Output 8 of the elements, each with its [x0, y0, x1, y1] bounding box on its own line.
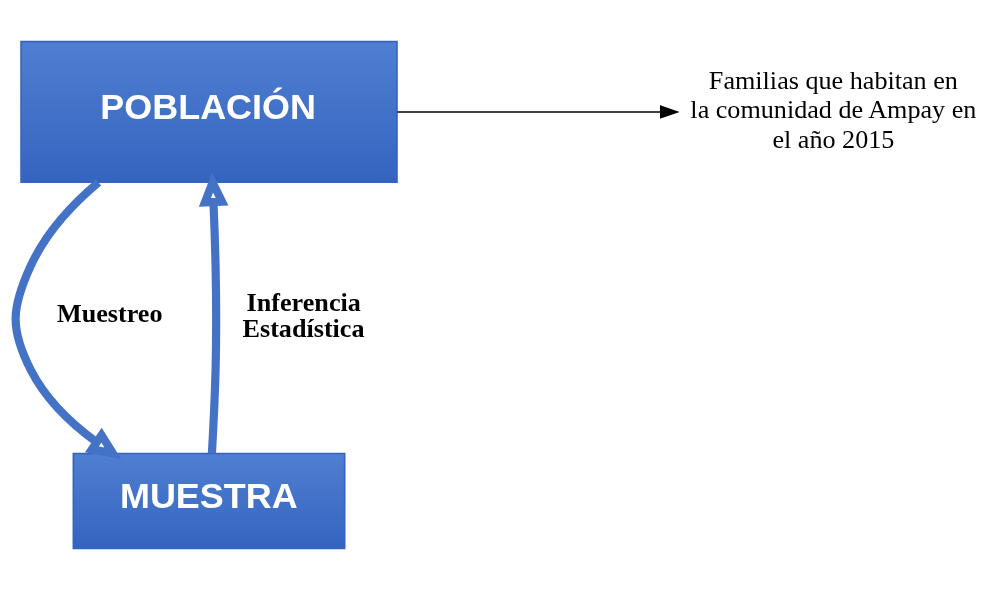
- edge-label: Inferencia Estadística: [242, 288, 365, 344]
- node-text: Familias que habitan en la comunidad de Ampay en el año 2015: [689, 65, 976, 154]
- node-box: POBLACIÓN: [19, 40, 398, 184]
- node-box: MUESTRA: [72, 452, 345, 550]
- edge-label: Muestreo: [56, 299, 163, 329]
- arrow: [11, 179, 121, 460]
- arrow: [198, 172, 228, 454]
- arrow: [396, 105, 680, 119]
